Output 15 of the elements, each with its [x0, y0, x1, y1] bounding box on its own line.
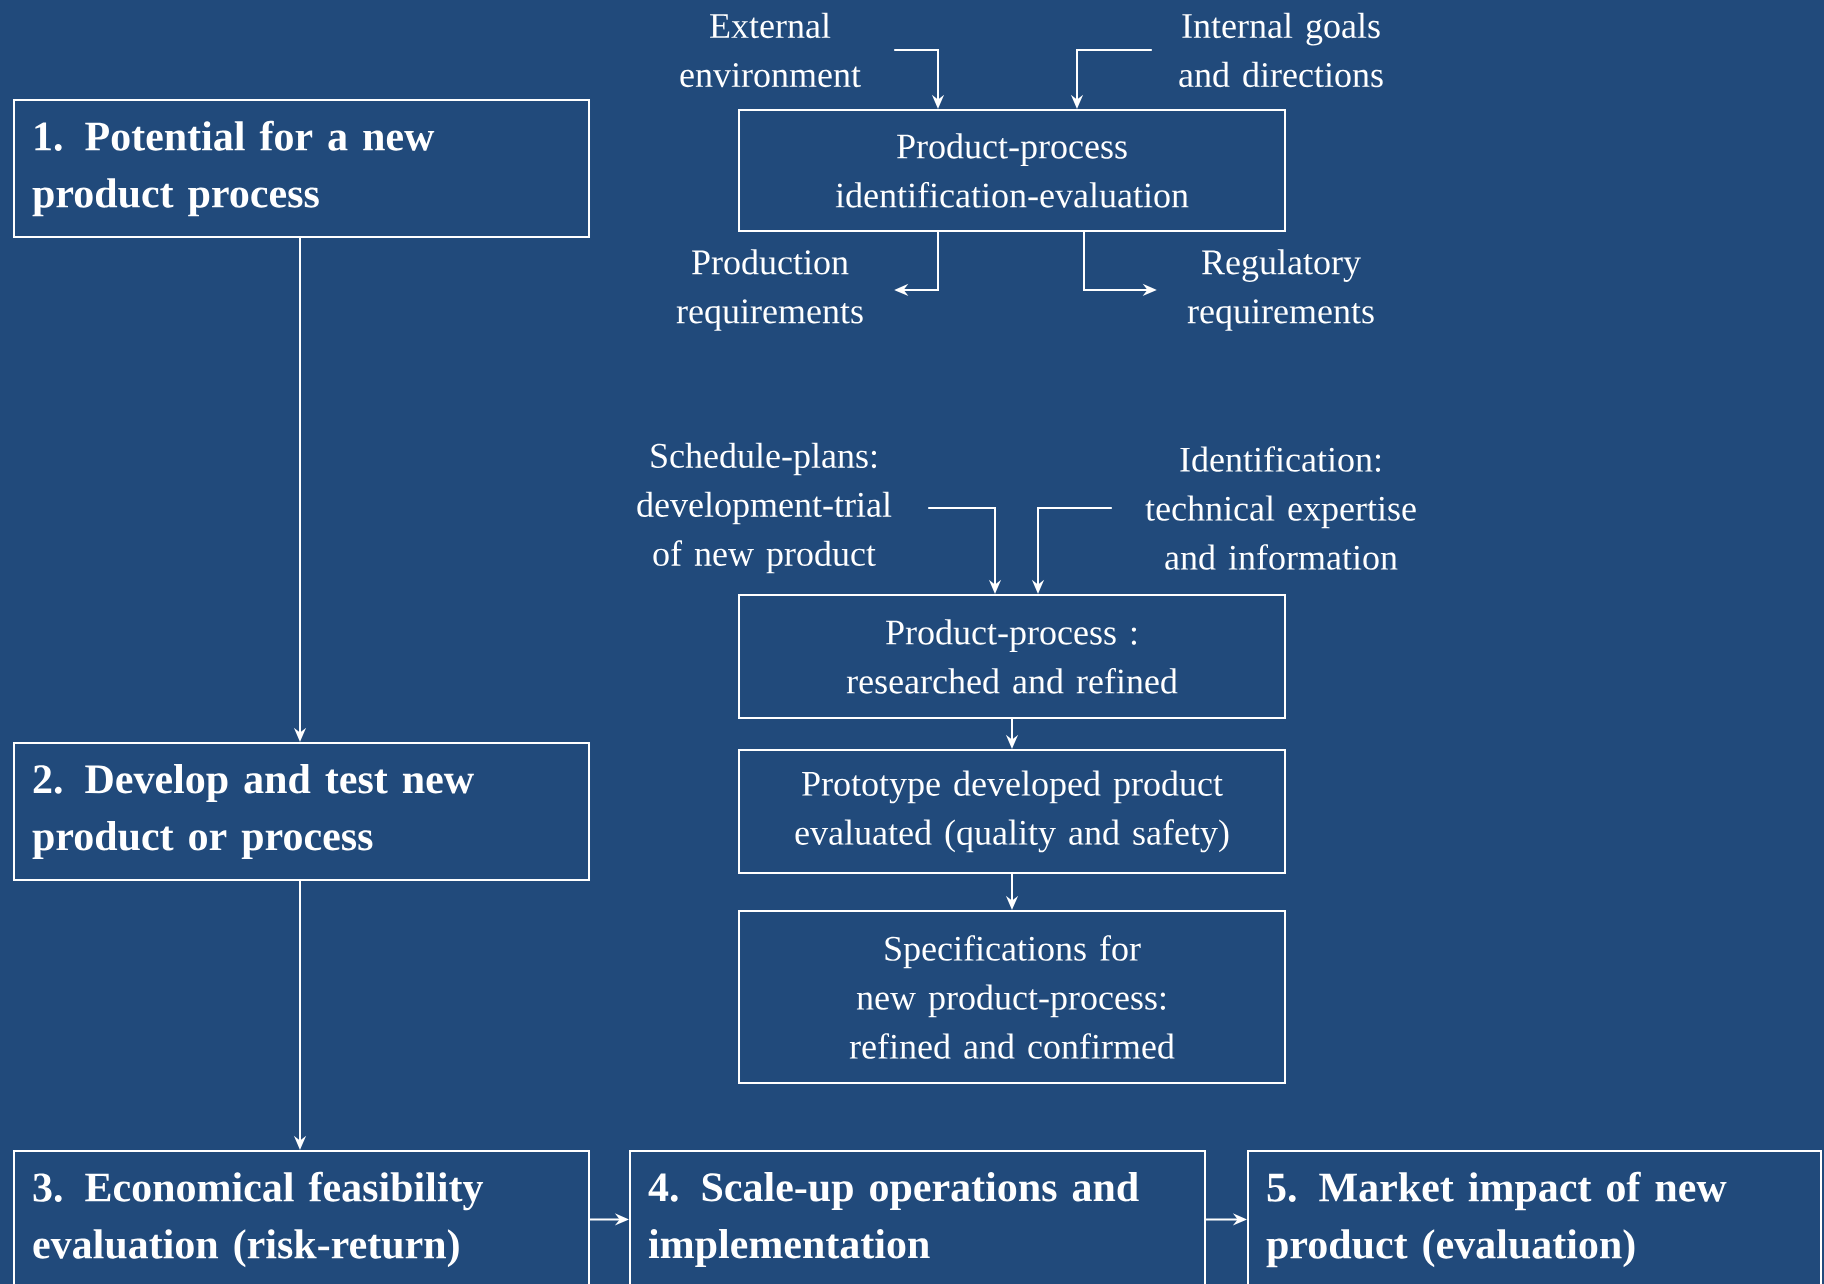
flow-text: Identification: technical expertise and information — [1145, 446, 1416, 570]
flow-text: Schedule-plans: development-trial of new product — [637, 442, 892, 574]
step-box: 5. Market impact of new product (evaluation) — [1247, 1150, 1822, 1284]
step-box: 2. Develop and test new product or process — [13, 742, 590, 881]
process-box: Prototype developed product evaluated (quality and safety) — [738, 749, 1286, 874]
flow-text: External environment — [680, 12, 861, 88]
process-box: Product-process : researched and refined — [738, 594, 1286, 719]
step-box: 1. Potential for a new product process — [13, 99, 590, 238]
step-box: 3. Economical feasibility evaluation (risk-return) — [13, 1150, 590, 1284]
process-box: Specifications for new product-process: refined and confirmed — [738, 910, 1286, 1084]
flow-text: Internal goals and directions — [1179, 12, 1383, 88]
flow-text: Regulatory requirements — [1187, 249, 1374, 331]
process-box: Product-process identification-evaluation — [738, 109, 1286, 232]
step-box: 4. Scale-up operations and implementation — [629, 1150, 1206, 1284]
flow-text: Production requirements — [676, 249, 863, 331]
